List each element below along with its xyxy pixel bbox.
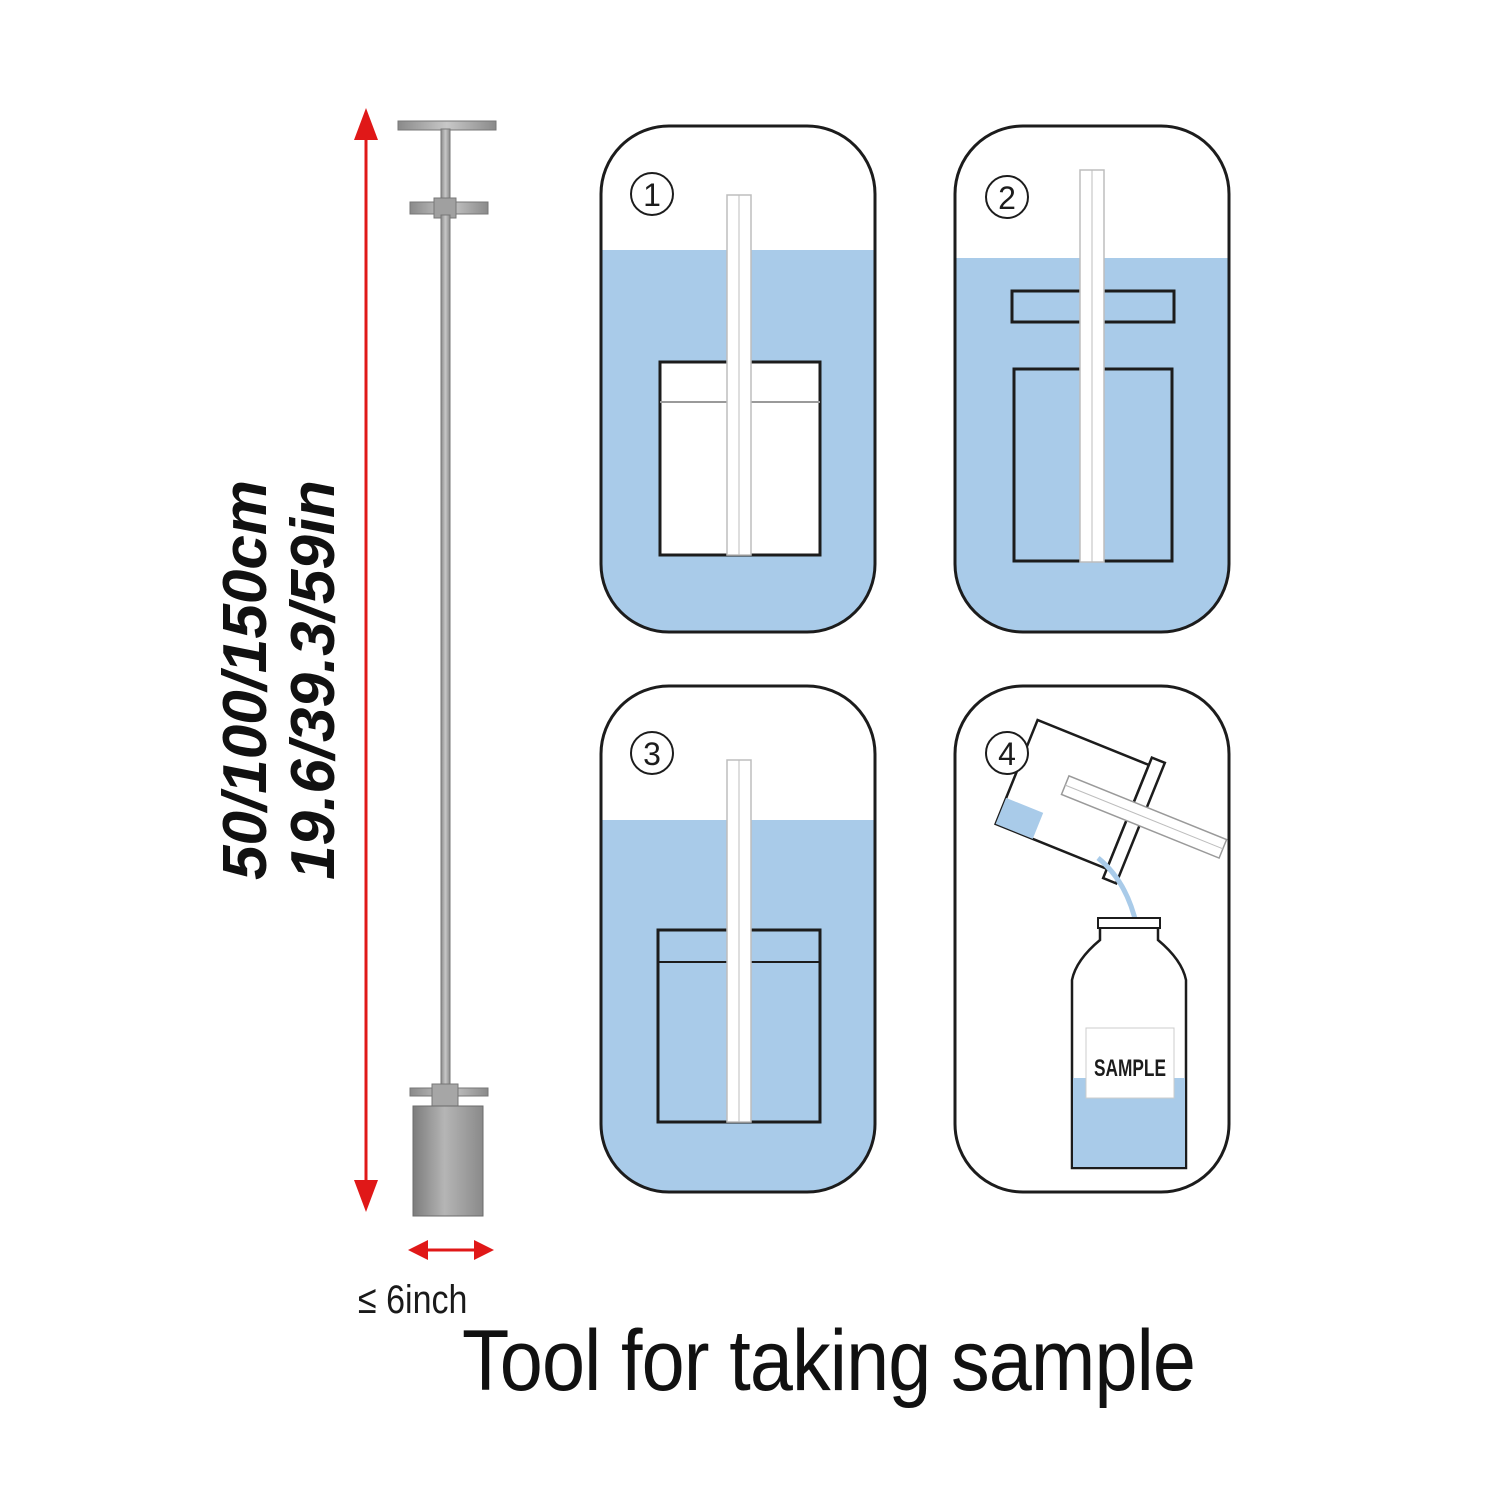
width-label: ≤ 6inch — [358, 1278, 468, 1322]
step-1-panel: 1 — [599, 124, 877, 634]
step-4-sample-bottle: SAMPLE — [1070, 917, 1188, 1170]
tool-sample-cup — [412, 1105, 484, 1217]
step-3-panel: 3 — [599, 684, 877, 1194]
sampling-tool — [397, 120, 497, 1217]
step-1-number-circle — [630, 172, 674, 216]
length-label-metric: 50/100/150cm — [211, 480, 280, 880]
step-3-number: 3 — [643, 736, 661, 772]
step-3-number-circle — [630, 731, 674, 775]
height-dimension-arrow — [354, 108, 378, 1212]
step-4-panel: SAMPLE 4 — [953, 684, 1231, 1194]
step-1-number: 1 — [643, 177, 661, 213]
step-2-number: 2 — [998, 180, 1016, 216]
sample-label-box — [1085, 1027, 1175, 1099]
tool-upper-rod — [440, 128, 451, 202]
caption: Tool for taking sample — [462, 1313, 1196, 1409]
step-4-number-circle — [985, 731, 1029, 775]
sample-label-text: SAMPLE — [1094, 1055, 1166, 1081]
width-dimension-arrow — [408, 1240, 494, 1260]
step-4-number: 4 — [998, 736, 1016, 772]
length-label: 50/100/150cm 19.6/39.3/59in — [211, 480, 348, 880]
step-2-panel: 2 — [953, 124, 1231, 634]
step-4-tilted-cup — [994, 718, 1228, 885]
step-2-number-circle — [985, 175, 1029, 219]
tool-rod — [440, 214, 451, 1091]
length-label-imperial: 19.6/39.3/59in — [279, 480, 348, 880]
